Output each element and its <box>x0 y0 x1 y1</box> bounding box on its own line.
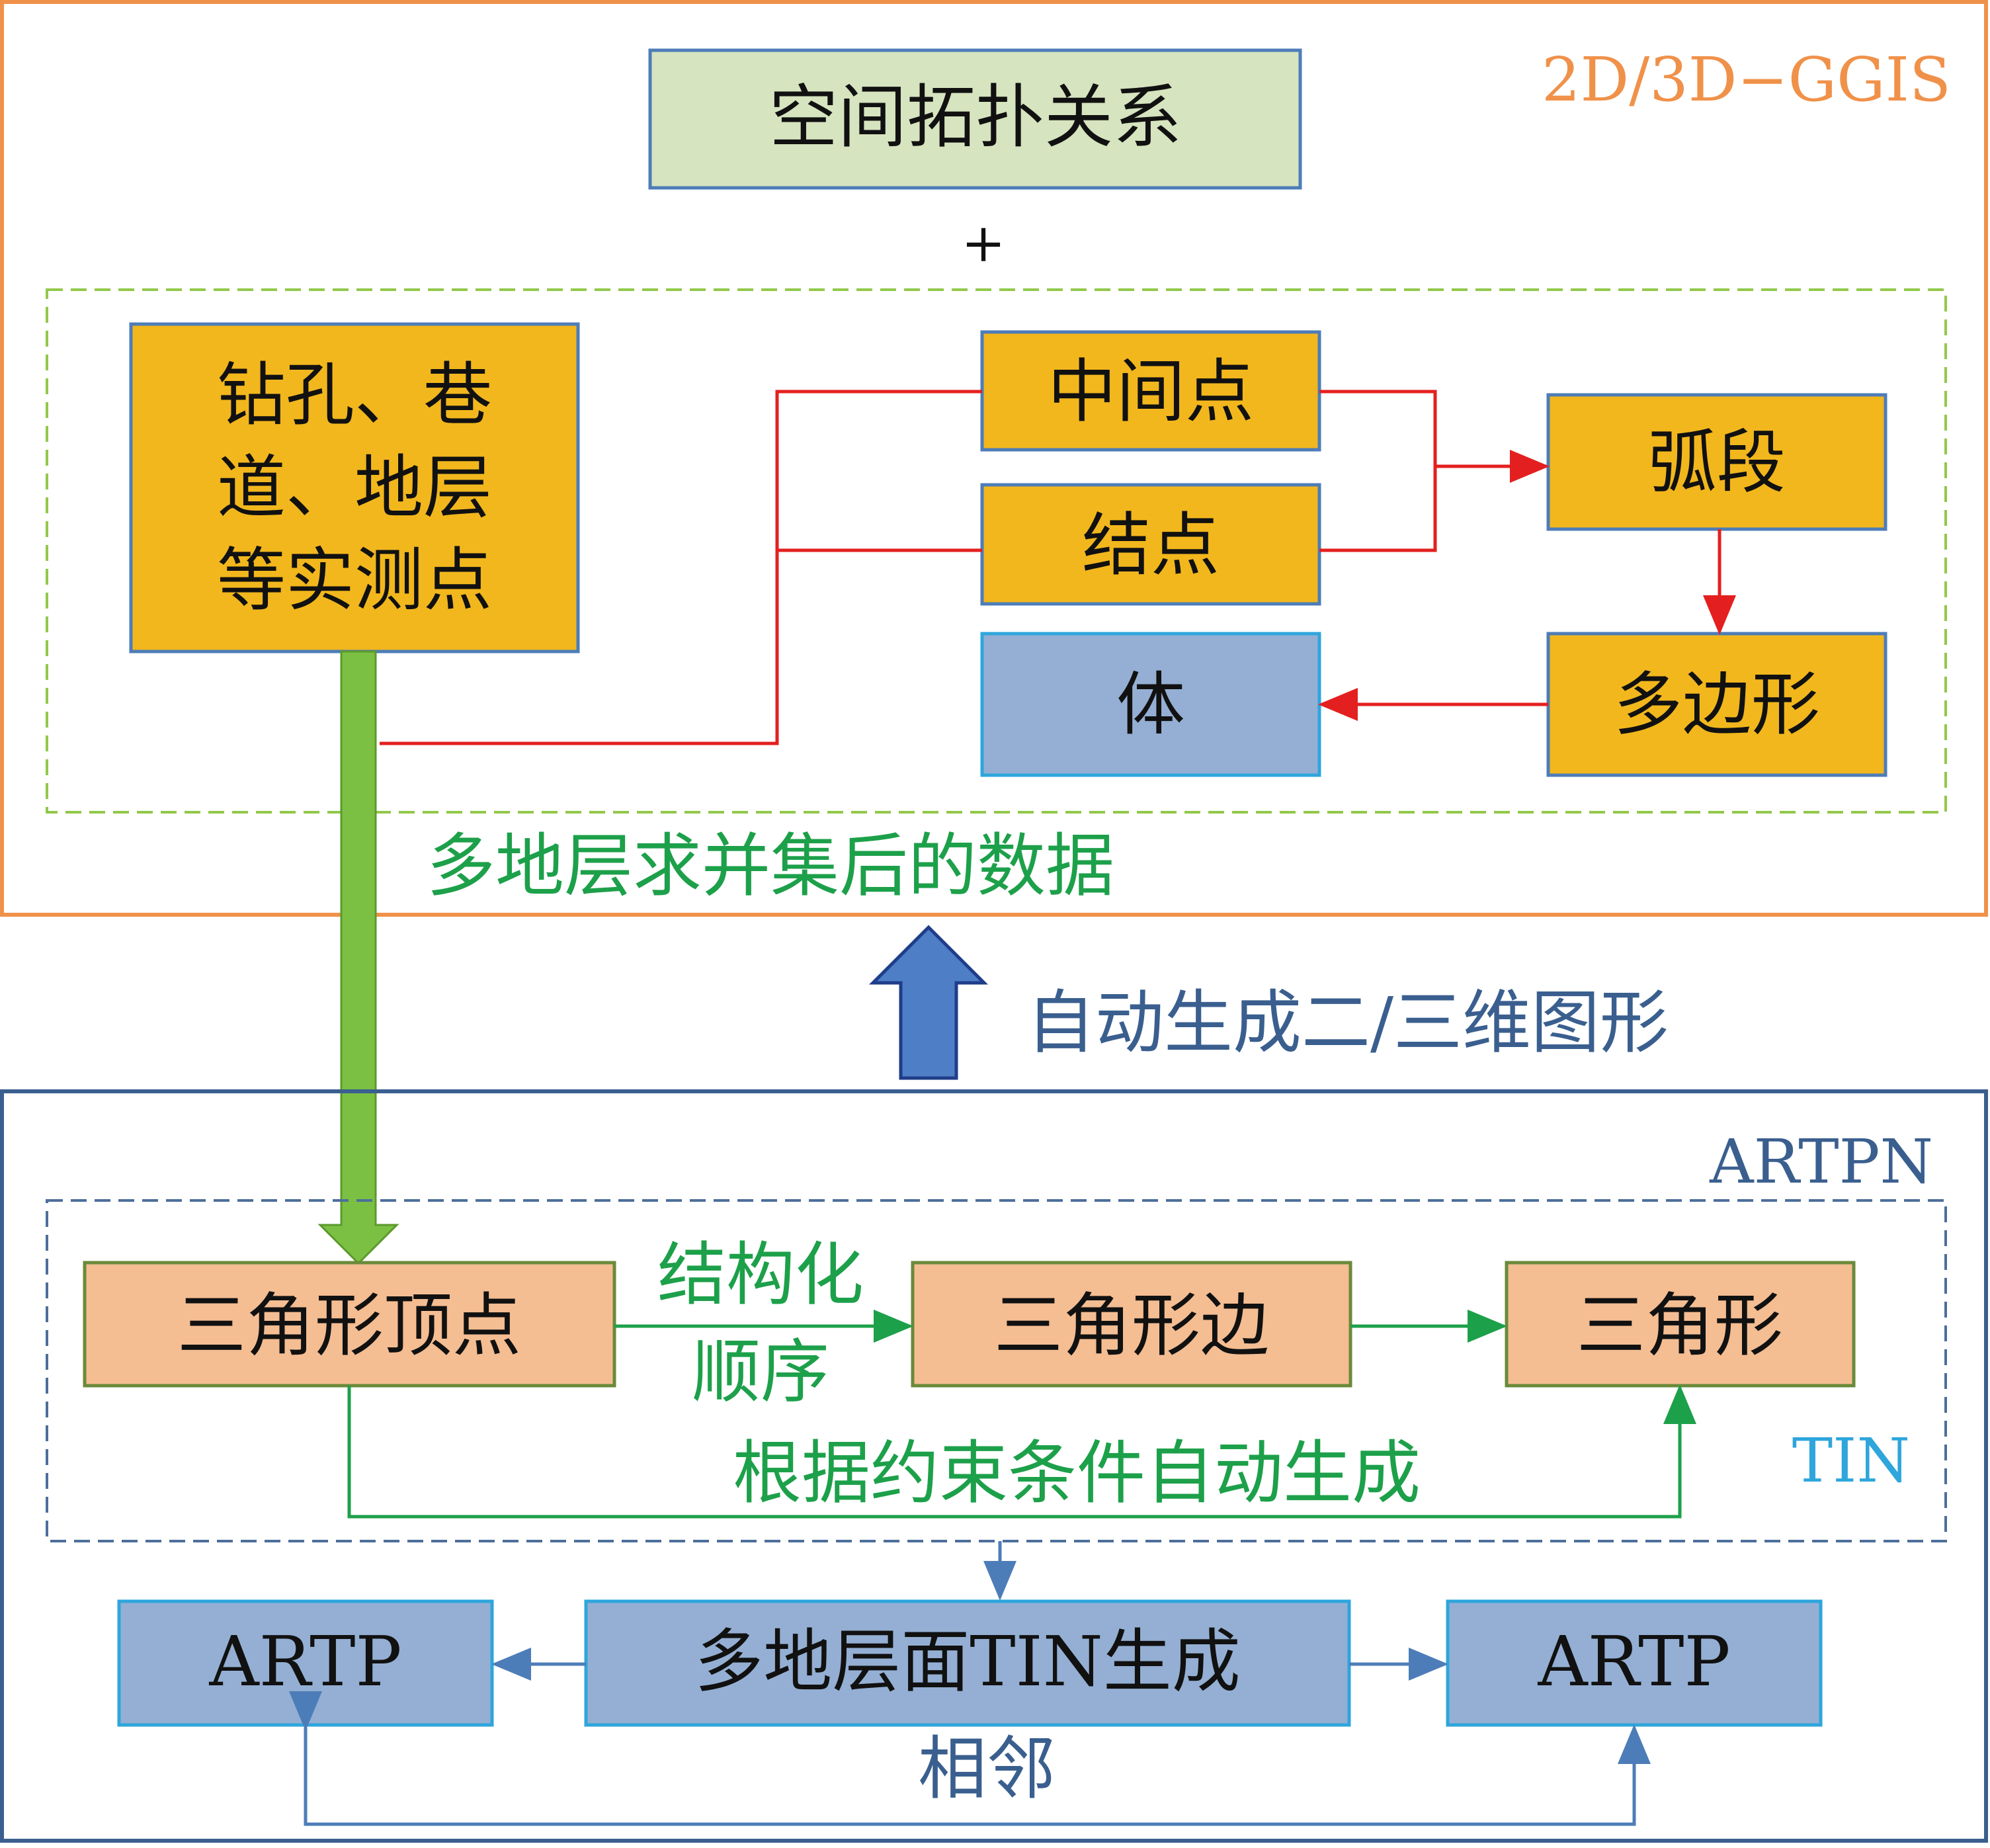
artpn-label: ARTPN <box>1709 1126 1933 1197</box>
measured-points-line-1: 钻孔、巷 <box>217 355 492 435</box>
red-connector-intermediate-out <box>1319 390 1437 552</box>
green-arrow-constraint <box>347 1384 1696 1519</box>
ggis-label: 2D/3D−GGIS <box>1542 44 1951 115</box>
big-green-down-arrow <box>317 650 399 1265</box>
merged-data-label: 多地层求并集后的数据 <box>427 825 1114 906</box>
adjacent-label: 相邻 <box>918 1728 1056 1809</box>
body-label: 体 <box>1116 664 1185 745</box>
plus-sign: + <box>961 212 1005 274</box>
triangle-edge-label: 三角形边 <box>994 1285 1269 1366</box>
arc-segment-box <box>1546 393 1887 531</box>
node-box <box>980 483 1321 606</box>
triangle-vertex-box <box>83 1261 616 1388</box>
structured-order-line-1: 结构化 <box>657 1234 864 1315</box>
tin-label: TIN <box>1792 1425 1910 1496</box>
measured-points-box <box>129 322 580 653</box>
triangle-edge-box <box>911 1261 1352 1388</box>
triangle-box <box>1505 1261 1856 1388</box>
big-blue-up-arrow <box>868 925 989 1080</box>
auto-generate-label: 自动生成二/三维图形 <box>1026 982 1669 1063</box>
structured-order-line-2: 顺序 <box>692 1331 829 1412</box>
artp-right-label: ARTP <box>1538 1621 1731 1702</box>
intermediate-point-label: 中间点 <box>1048 351 1254 432</box>
triangle-vertex-label: 三角形顶点 <box>177 1285 521 1366</box>
artpn-panel <box>0 1089 1988 1843</box>
polygon-label: 多边形 <box>1614 664 1820 745</box>
triangle-label: 三角形 <box>1577 1285 1783 1366</box>
measured-points-line-3: 等实测点 <box>217 540 492 620</box>
green-dashed-group <box>46 288 1947 814</box>
artp-left-label: ARTP <box>209 1621 402 1702</box>
arc-segment-label: 弧段 <box>1648 422 1786 503</box>
spatial-topology-label: 空间拓扑关系 <box>769 77 1182 157</box>
polygon-box <box>1546 632 1887 777</box>
node-label: 结点 <box>1082 505 1220 585</box>
constraint-label: 根据约束条件自动生成 <box>733 1433 1421 1513</box>
spatial-topology-box <box>648 48 1302 190</box>
blue-adjacency-connector <box>289 1691 1651 1826</box>
multi-layer-tin-label: 多地层面TIN生成 <box>694 1621 1240 1702</box>
red-connector-measured-to-points <box>380 390 982 745</box>
ggis-panel <box>0 0 1988 917</box>
measured-points-line-2: 道、地层 <box>217 447 492 528</box>
